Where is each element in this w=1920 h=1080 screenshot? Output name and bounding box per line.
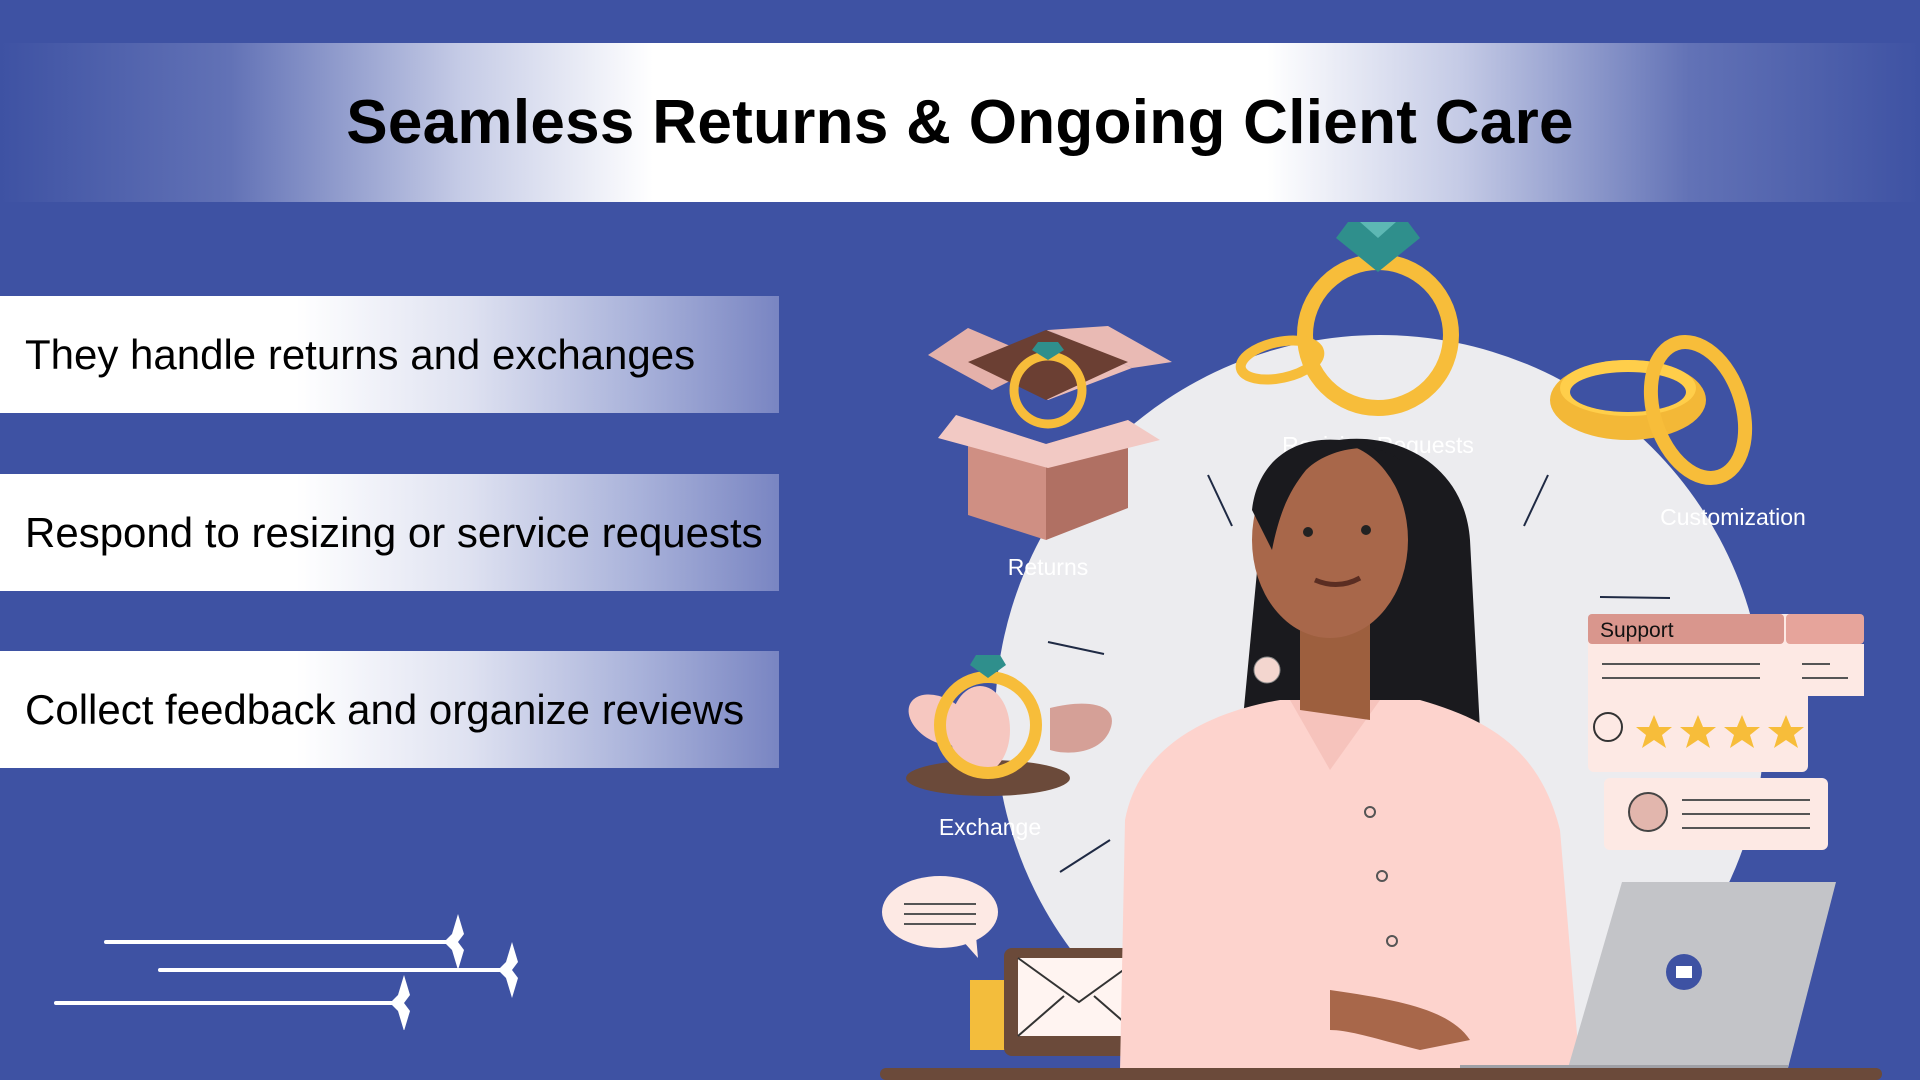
sparkle-lines-decoration [54, 914, 518, 1030]
exchange-ring-icon [906, 655, 1112, 796]
bullet-text: Respond to resizing or service requests [25, 508, 763, 556]
bullet-text: They handle returns and exchanges [25, 330, 696, 378]
rating-stars [1636, 715, 1804, 748]
customization-label: Customization [1660, 504, 1806, 530]
bullet-feedback: Collect feedback and organize reviews [0, 651, 779, 768]
title-banner: Seamless Returns & Ongoing Client Care [0, 43, 1920, 202]
bullet-text: Collect feedback and organize reviews [25, 685, 745, 733]
bullet-returns: They handle returns and exchanges [0, 296, 779, 413]
chat-bubble-icon [882, 876, 998, 958]
client-care-illustration: Returns Resizing Requests Customization … [880, 222, 1882, 1080]
resizing-ring-icon [1235, 222, 1459, 416]
desk [880, 1068, 1882, 1080]
slide-title: Seamless Returns & Ongoing Client Care [346, 88, 1574, 157]
support-label: Support [1600, 619, 1674, 642]
envelope-icon [970, 948, 1154, 1056]
returns-label: Returns [1008, 554, 1089, 580]
support-review-card: Support [1588, 614, 1864, 850]
support-agent-figure [1120, 438, 1580, 1070]
exchange-label: Exchange [939, 814, 1041, 840]
returns-box-icon [928, 326, 1172, 540]
sparkle-icon [390, 914, 518, 1030]
customization-rings-icon [1550, 335, 1753, 485]
bullet-resizing: Respond to resizing or service requests [0, 474, 779, 591]
